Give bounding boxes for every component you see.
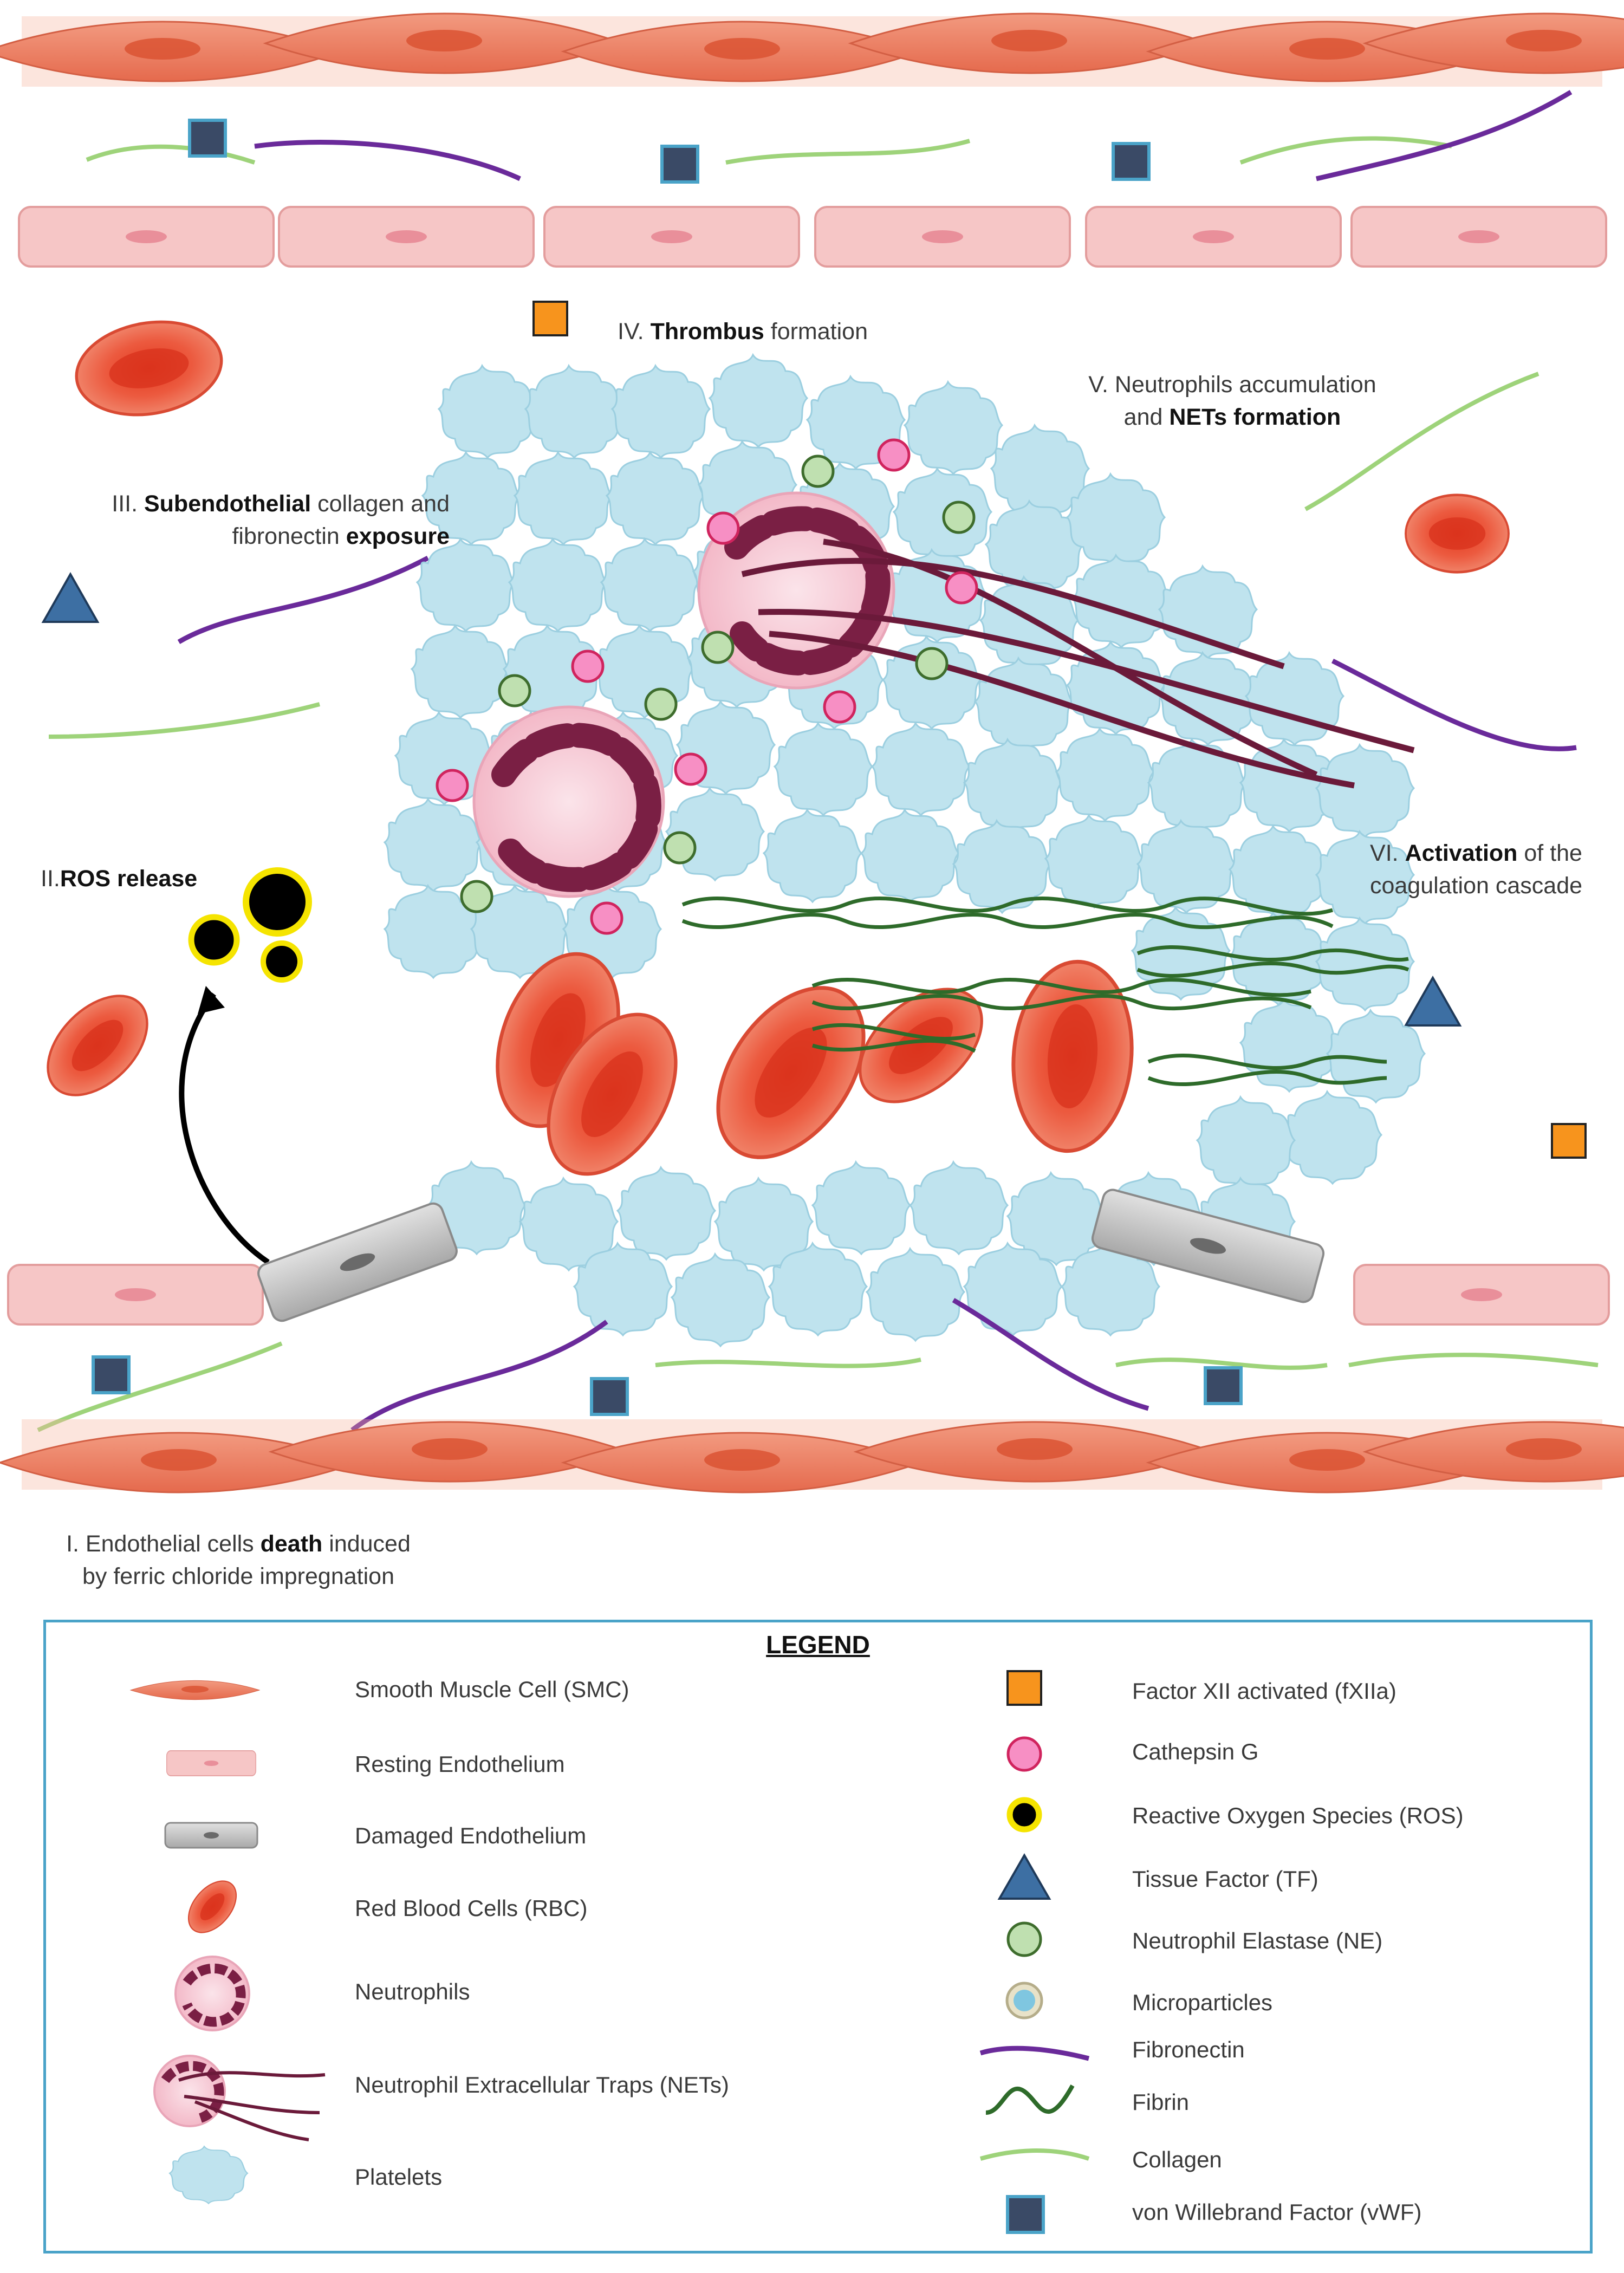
neutrophil [436,650,707,935]
ros-particles [188,867,312,983]
step-iv-label: IV. Thrombus formation [618,319,868,345]
legend-item-collagen: Collagen [1132,2147,1222,2172]
step-iii-label: III. Subendothelial collagen and fibrone… [112,491,450,549]
tf-triangle-right [1404,975,1462,1027]
legend-item-nets: Neutrophil Extracellular Traps (NETs) [355,2072,729,2097]
fibronectin-free-1 [177,556,430,644]
collagen-free-2 [48,702,321,739]
legend-item-damaged-endothelium: Damaged Endothelium [355,1823,587,1848]
legend-item-microparticles: Microparticles [1132,1990,1273,2015]
damaged-endothelium [257,1189,1325,1322]
fxiia-square-right [1551,1123,1587,1159]
legend-item-resting-endothelium: Resting Endothelium [355,1751,565,1777]
fibrin-mesh [681,896,1409,1087]
legend-item-platelets: Platelets [355,2164,443,2190]
legend-item-fxiia: Factor XII activated (fXIIa) [1132,1678,1396,1704]
legend-item-tf: Tissue Factor (TF) [1132,1866,1318,1892]
legend-item-smc: Smooth Muscle Cell (SMC) [355,1677,629,1702]
legend-item-neutrophils: Neutrophils [355,1979,470,2004]
tf-triangle-left [41,572,100,623]
top-subendothelium-matrix [86,90,1573,184]
fxiia-square-top [532,301,568,336]
step-v-label: V. Neutrophils accumulation and NETs for… [1088,372,1376,430]
ros-release-arrow [179,992,270,1265]
legend-box: LEGEND Smooth Muscle Cell (SMC) Resting … [43,1620,1593,2253]
ros-arrowhead [198,986,225,1014]
thrombus-rbcs [475,937,1139,1196]
legend-item-cathepsin-g: Cathepsin G [1132,1739,1259,1764]
legend-item-rbc: Red Blood Cells (RBC) [355,1895,588,1921]
legend-icons [130,1670,1090,2234]
step-ii-label: II.ROS release [41,866,198,892]
top-smc-layer [0,12,1624,87]
legend-title: LEGEND [766,1631,870,1659]
fibronectin-free-2 [1331,658,1577,751]
bottom-smc-layer [0,1419,1624,1493]
step-vi-label: VI. Activation of the coagulation cascad… [1369,840,1583,899]
legend-item-fibrin: Fibrin [1132,2089,1190,2115]
bottom-subendothelium-matrix [37,1298,1599,1432]
legend-item-vwf: von Willebrand Factor (vWF) [1132,2199,1422,2225]
step-i-label: I. Endothelial cells death induced by fe… [66,1531,411,1589]
top-endothelium [18,206,1607,268]
neutrophil-nets [697,438,1415,789]
legend-item-ros: Reactive Oxygen Species (ROS) [1132,1803,1464,1828]
legend-item-fibronectin: Fibronectin [1132,2037,1245,2062]
legend-item-ne: Neutrophil Elastase (NE) [1132,1928,1383,1953]
collagen-free-1 [1304,372,1539,511]
